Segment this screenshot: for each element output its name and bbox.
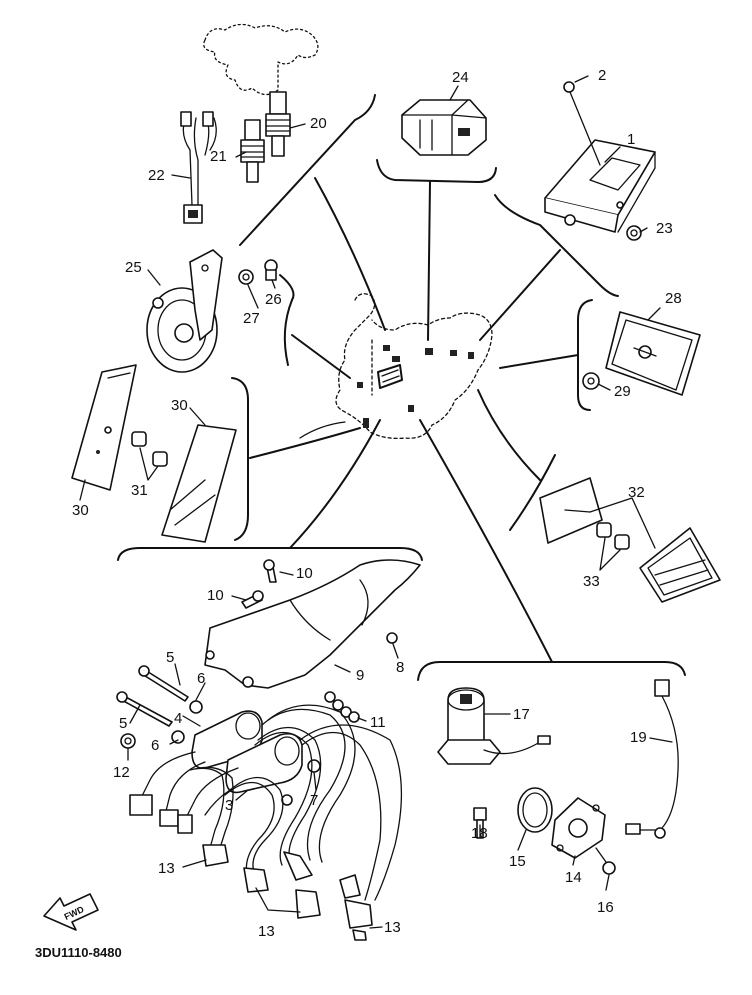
reflector-32 bbox=[539, 477, 721, 603]
label-p2: 2 bbox=[598, 67, 606, 84]
cdi-unit-1 bbox=[544, 81, 656, 233]
fwd-arrow: FWD bbox=[43, 893, 99, 931]
label-p30b: 30 bbox=[171, 397, 188, 414]
grommet-31 bbox=[131, 431, 168, 467]
label-p21: 21 bbox=[210, 148, 227, 165]
grommet-33 bbox=[596, 522, 630, 550]
wire-harness-22 bbox=[180, 111, 217, 224]
reflector-30-left bbox=[71, 364, 137, 491]
washer-27 bbox=[238, 269, 254, 285]
label-p5a: 5 bbox=[166, 649, 174, 666]
label-p31: 31 bbox=[131, 482, 148, 499]
spark-plug-cloud bbox=[203, 23, 319, 96]
label-p10b: 10 bbox=[207, 587, 224, 604]
label-p9: 9 bbox=[356, 667, 364, 684]
label-p19: 19 bbox=[630, 729, 647, 746]
nut-8 bbox=[386, 632, 398, 644]
label-p1: 1 bbox=[627, 131, 635, 148]
label-p14: 14 bbox=[565, 869, 582, 886]
label-p13c: 13 bbox=[384, 919, 401, 936]
bolt-18 bbox=[473, 807, 487, 839]
bolt-7 bbox=[281, 759, 321, 806]
spark-plug-20 bbox=[265, 91, 291, 157]
label-p33: 33 bbox=[583, 573, 600, 590]
label-p11: 11 bbox=[370, 714, 386, 731]
part-labels: 1 2 23 24 20 21 22 25 26 27 28 29 30 30 … bbox=[72, 67, 682, 940]
label-p15: 15 bbox=[509, 853, 526, 870]
nut-29 bbox=[582, 372, 600, 390]
label-p4: 4 bbox=[174, 710, 182, 727]
reflector-30-right bbox=[161, 424, 237, 543]
bolts-10 bbox=[241, 559, 277, 609]
label-p32: 32 bbox=[628, 484, 645, 501]
label-p13a: 13 bbox=[158, 860, 175, 877]
label-p6b: 6 bbox=[151, 737, 159, 754]
horn-25 bbox=[146, 249, 223, 373]
bracket-9 bbox=[204, 559, 421, 689]
label-p25: 25 bbox=[125, 259, 142, 276]
label-p5b: 5 bbox=[119, 715, 127, 732]
diagram-code: 3DU1110-8480 bbox=[35, 945, 122, 960]
label-p12: 12 bbox=[113, 764, 130, 781]
label-p13b: 13 bbox=[258, 923, 275, 940]
group-brackets bbox=[117, 94, 686, 681]
washers-6 bbox=[171, 700, 203, 744]
label-p29: 29 bbox=[614, 383, 631, 400]
label-leaders bbox=[79, 75, 673, 929]
bolts-5 bbox=[116, 665, 189, 727]
nut-12 bbox=[120, 733, 136, 749]
label-p3: 3 bbox=[225, 797, 233, 814]
label-p26: 26 bbox=[265, 291, 282, 308]
label-p6a: 6 bbox=[197, 670, 205, 687]
bolt-16 bbox=[595, 847, 616, 875]
label-p28: 28 bbox=[665, 290, 682, 307]
bolt-26 bbox=[264, 259, 278, 281]
label-p10a: 10 bbox=[296, 565, 313, 582]
label-p7: 7 bbox=[310, 792, 318, 809]
reflector-28 bbox=[605, 311, 701, 396]
label-p23: 23 bbox=[656, 220, 673, 237]
sensor-lead-19 bbox=[625, 679, 679, 839]
label-p24: 24 bbox=[452, 69, 469, 86]
engine-outline bbox=[299, 293, 493, 440]
label-p30a: 30 bbox=[72, 502, 89, 519]
spark-plug-leads-13 bbox=[189, 704, 403, 941]
label-p18: 18 bbox=[471, 825, 488, 842]
label-p16: 16 bbox=[597, 899, 614, 916]
nut-23 bbox=[626, 225, 642, 241]
label-p27: 27 bbox=[243, 310, 260, 327]
label-p20: 20 bbox=[310, 115, 327, 132]
label-p17: 17 bbox=[513, 706, 530, 723]
sensor-17 bbox=[437, 687, 551, 765]
spark-plug-21 bbox=[240, 119, 265, 183]
cover-14 bbox=[551, 797, 606, 859]
coil-wiring bbox=[129, 751, 239, 834]
caps-11 bbox=[324, 691, 360, 723]
label-p22: 22 bbox=[148, 167, 165, 184]
cdi-unit-24 bbox=[401, 99, 487, 156]
o-ring-15 bbox=[517, 787, 553, 833]
label-p8: 8 bbox=[396, 659, 404, 676]
